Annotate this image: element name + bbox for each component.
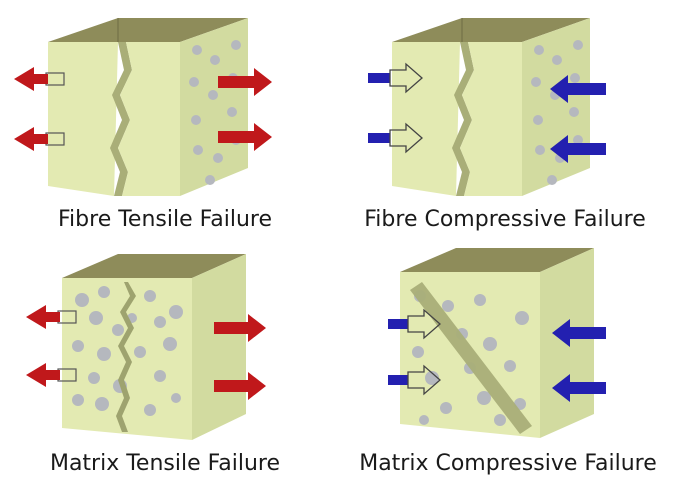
- crack: [110, 42, 132, 196]
- compression-arrow-right-bottom: [550, 135, 606, 163]
- compression-arrow-left-top: [388, 308, 441, 340]
- tension-arrow-left-top: [14, 67, 65, 91]
- cube-front-face: [392, 42, 460, 196]
- tension-arrow-right-bottom: [214, 372, 266, 400]
- cube-top-face: [62, 254, 246, 278]
- cube-top-face: [400, 248, 594, 272]
- tension-arrow-left-bottom: [14, 127, 65, 151]
- compression-arrow-left-bottom: [368, 122, 423, 154]
- panel-fibre-tensile: [14, 18, 272, 196]
- tension-arrow-left-bottom: [26, 363, 77, 387]
- tension-arrow-left-top: [26, 305, 77, 329]
- tension-arrow-right-top: [218, 68, 272, 96]
- fibre-cross-sections: [72, 286, 183, 416]
- cube-front-face-right: [118, 42, 180, 196]
- cube-front-face: [48, 42, 118, 196]
- tension-arrow-right-bottom: [218, 123, 272, 151]
- compression-arrow-left-bottom: [388, 364, 441, 396]
- shear-band: [410, 282, 532, 434]
- caption-fibre-compressive-failure: Fibre Compressive Failure: [364, 207, 646, 232]
- cube-side-face: [192, 254, 246, 440]
- caption-matrix-tensile-failure: Matrix Tensile Failure: [49, 451, 281, 476]
- cube-front-face-right: [460, 42, 522, 196]
- panel-matrix-compressive: [388, 248, 606, 438]
- crack: [452, 42, 474, 196]
- cube-top-face: [48, 18, 248, 42]
- compression-arrow-left-top: [368, 62, 423, 94]
- panel-matrix-tensile: [26, 254, 266, 440]
- compression-arrow-right-top: [552, 319, 606, 347]
- compression-arrow-right-bottom: [552, 374, 606, 402]
- tension-arrow-right-top: [214, 314, 266, 342]
- cube-top-face: [392, 18, 590, 42]
- compression-arrow-right-top: [550, 75, 606, 103]
- caption-matrix-compressive-failure: Matrix Compressive Failure: [359, 451, 657, 476]
- matrix-crack: [116, 282, 136, 432]
- panel-fibre-compressive: [368, 18, 606, 196]
- caption-fibre-tensile-failure: Fibre Tensile Failure: [58, 207, 272, 232]
